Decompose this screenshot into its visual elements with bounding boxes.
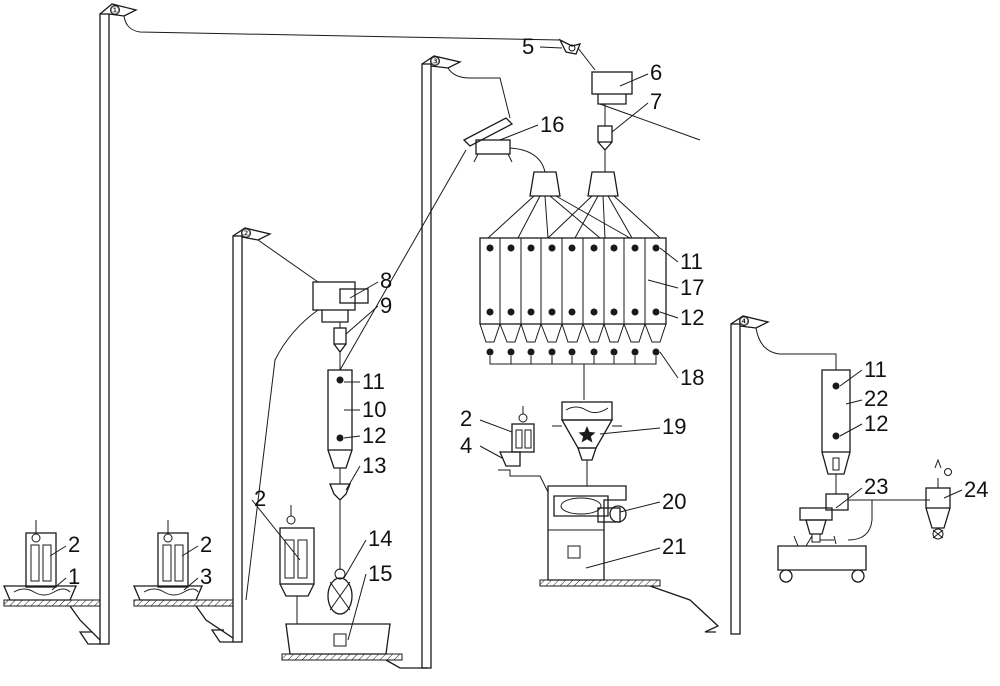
mill-20 — [547, 485, 627, 581]
dust-collector-2c — [279, 505, 315, 624]
callout-4: 4 — [460, 433, 472, 458]
callout-2b: 2 — [200, 532, 212, 557]
return-line-3 — [339, 149, 467, 371]
callout-12a: 12 — [362, 423, 386, 448]
dust-collector-2d — [511, 406, 535, 453]
silo-bank-17 — [479, 237, 667, 400]
callout-3: 3 — [200, 564, 212, 589]
callout-numbers: 2 1 2 3 5 6 7 16 8 9 11 10 12 13 2 14 15… — [68, 34, 988, 589]
callout-23: 23 — [864, 474, 888, 499]
callout-6: 6 — [650, 60, 662, 85]
dust-collector-2a — [25, 520, 57, 588]
bucket-elevator-2: ② — [210, 227, 319, 643]
callout-20: 20 — [662, 489, 686, 514]
callout-9: 9 — [380, 293, 392, 318]
silo-22 — [821, 369, 851, 494]
hopper-13 — [329, 483, 351, 570]
weigh-hopper-19 — [552, 401, 622, 486]
elevator-3-marker-label: ③ — [431, 57, 440, 68]
vibrating-screen-16 — [462, 117, 546, 173]
callout-8: 8 — [380, 268, 392, 293]
callout-12c: 12 — [864, 411, 888, 436]
callout-10: 10 — [362, 397, 386, 422]
distributor-right — [547, 171, 661, 239]
mixer-14 — [327, 568, 353, 615]
callout-7: 7 — [650, 89, 662, 114]
callout-15: 15 — [368, 561, 392, 586]
tank-15 — [281, 623, 428, 669]
callout-11c: 11 — [864, 357, 887, 382]
dust-collector-2b — [157, 520, 189, 588]
silo-level-bottom-dots — [486, 308, 660, 316]
callout-2c: 2 — [254, 486, 266, 511]
elevator-2-marker-label: ② — [242, 229, 251, 240]
callout-11b: 11 — [680, 249, 703, 274]
crusher-7 — [597, 104, 613, 172]
callout-17: 17 — [680, 275, 704, 300]
callout-21: 21 — [662, 534, 686, 559]
bucket-elevator-1: ① — [78, 3, 561, 645]
packer-23 — [777, 493, 930, 583]
callout-22: 22 — [864, 386, 888, 411]
callout-14: 14 — [368, 526, 392, 551]
callout-leaders — [49, 46, 963, 641]
silo-feeders-18 — [486, 348, 660, 356]
screen-6 — [591, 71, 701, 141]
callout-12b: 12 — [680, 305, 704, 330]
callout-24: 24 — [964, 477, 988, 502]
callout-1: 1 — [68, 564, 80, 589]
elevator-1-marker — [110, 5, 120, 15]
dust-collector-24 — [925, 458, 952, 540]
elevator-3-marker — [430, 56, 440, 66]
callout-16: 16 — [540, 112, 564, 137]
feeder-1 — [3, 585, 101, 641]
screen-8 — [312, 281, 369, 323]
callout-18: 18 — [680, 365, 704, 390]
classifier-5 — [558, 38, 596, 71]
callout-5: 5 — [522, 34, 534, 59]
elevator-4-marker-label: ④ — [740, 317, 749, 328]
elevator-1-marker-label: ① — [111, 6, 120, 17]
return-line-2 — [245, 309, 319, 601]
feeder-3 — [133, 585, 234, 639]
callout-19: 19 — [662, 414, 686, 439]
bucket-elevator-3: ③ — [421, 55, 511, 669]
callout-2a: 2 — [68, 532, 80, 557]
hopper-4 — [498, 451, 549, 493]
elevator-2-marker — [241, 228, 251, 238]
callout-11a: 11 — [362, 369, 385, 394]
elevator-4-marker — [739, 316, 749, 326]
bucket-elevator-4: ④ — [730, 315, 837, 635]
distributor-left — [487, 171, 631, 239]
crusher-9 — [333, 322, 347, 370]
silo-10 — [327, 369, 353, 484]
base-21 — [539, 579, 720, 633]
callout-13: 13 — [362, 453, 386, 478]
star-icon — [578, 426, 596, 443]
silo-level-top-dots — [486, 244, 660, 252]
callout-2d: 2 — [460, 406, 472, 431]
silo-cones — [479, 323, 667, 343]
